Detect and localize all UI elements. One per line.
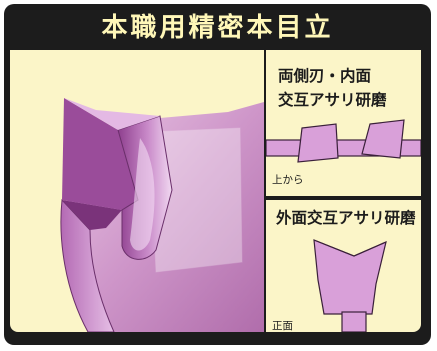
set-tooth-left xyxy=(297,123,339,163)
top-diagram-caption: 上から xyxy=(272,174,304,186)
front-view-diagram xyxy=(313,239,387,332)
bottom-diagram-caption: 正面 xyxy=(272,320,293,332)
saw-tooth-illustration xyxy=(60,98,264,332)
top-view-diagram xyxy=(266,119,421,163)
set-tooth-right xyxy=(361,119,405,159)
top-diagram-heading-line2: 交互アサリ研磨 xyxy=(278,91,387,109)
bottom-diagram-heading: 外面交互アサリ研磨 xyxy=(276,209,416,227)
page-title: 本職用精密本目立 xyxy=(101,13,334,43)
panel-divider xyxy=(266,196,421,200)
blade-plate-front-view xyxy=(341,311,367,332)
top-diagram-heading-line1: 両側刃・内面 xyxy=(278,67,372,85)
tooth-front-view xyxy=(313,239,387,315)
